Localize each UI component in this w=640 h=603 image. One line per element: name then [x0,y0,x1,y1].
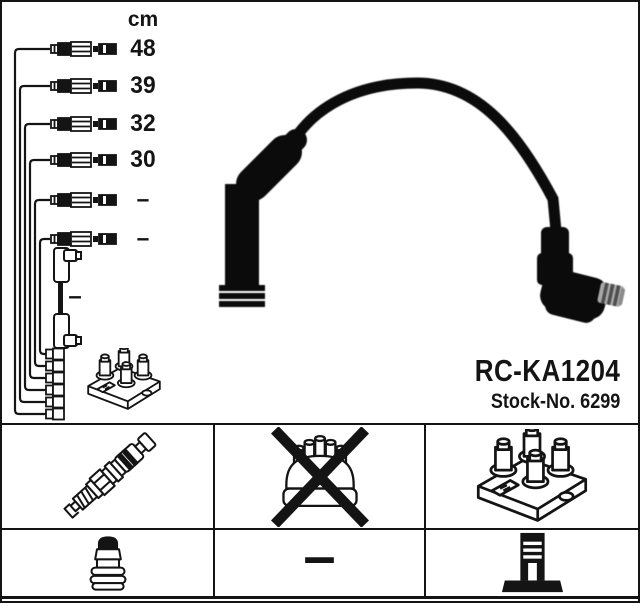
terminal-nut-icon [89,536,126,591]
ignition-cable-photo [219,77,626,323]
lead-length-4: 30 [130,146,156,173]
lead-length-6: – [136,225,150,252]
grid-top-border [2,423,638,425]
coil-lead-length: – [68,283,82,310]
lead-length-3: 32 [130,110,156,137]
cross-out-mark [270,426,369,527]
distributor-cap-icon [270,426,369,527]
grid-vline-2 [424,423,426,599]
app-cell-coil-boot [426,530,638,596]
coil-boot-icon [501,532,564,593]
length-unit-label: cm [127,8,159,31]
stock-number: Stock-No. 6299 [490,389,620,413]
app-cell-spark-plug [2,425,213,528]
ignition-coil-icon [476,428,588,522]
coil-terminal-stack [45,347,65,421]
lead-length-2: 39 [130,72,156,99]
metal-terminal-tip [597,282,626,307]
app-cell-none: – [303,524,336,589]
part-number: RC-KA1204 [474,353,620,388]
lead-connector-art [50,41,117,247]
part-identity: RC-KA1204 Stock-No. 6299 [474,354,620,415]
grid-bottom-border [2,596,638,599]
cable-set-diagram [13,41,161,421]
lead-length-5: – [136,186,150,213]
coil-lead-art [53,247,82,349]
grid-vline-1 [213,423,215,599]
spark-plug-icon [62,431,156,519]
grid-mid-border [2,528,638,530]
app-cell-distributor-cap [215,425,424,528]
lead-length-1: 48 [130,35,156,62]
lead-routing-lines [13,47,50,416]
app-cell-ignition-coil [426,425,638,528]
coil-pack-drawing [87,348,161,410]
app-cell-terminal-nut [2,530,213,596]
